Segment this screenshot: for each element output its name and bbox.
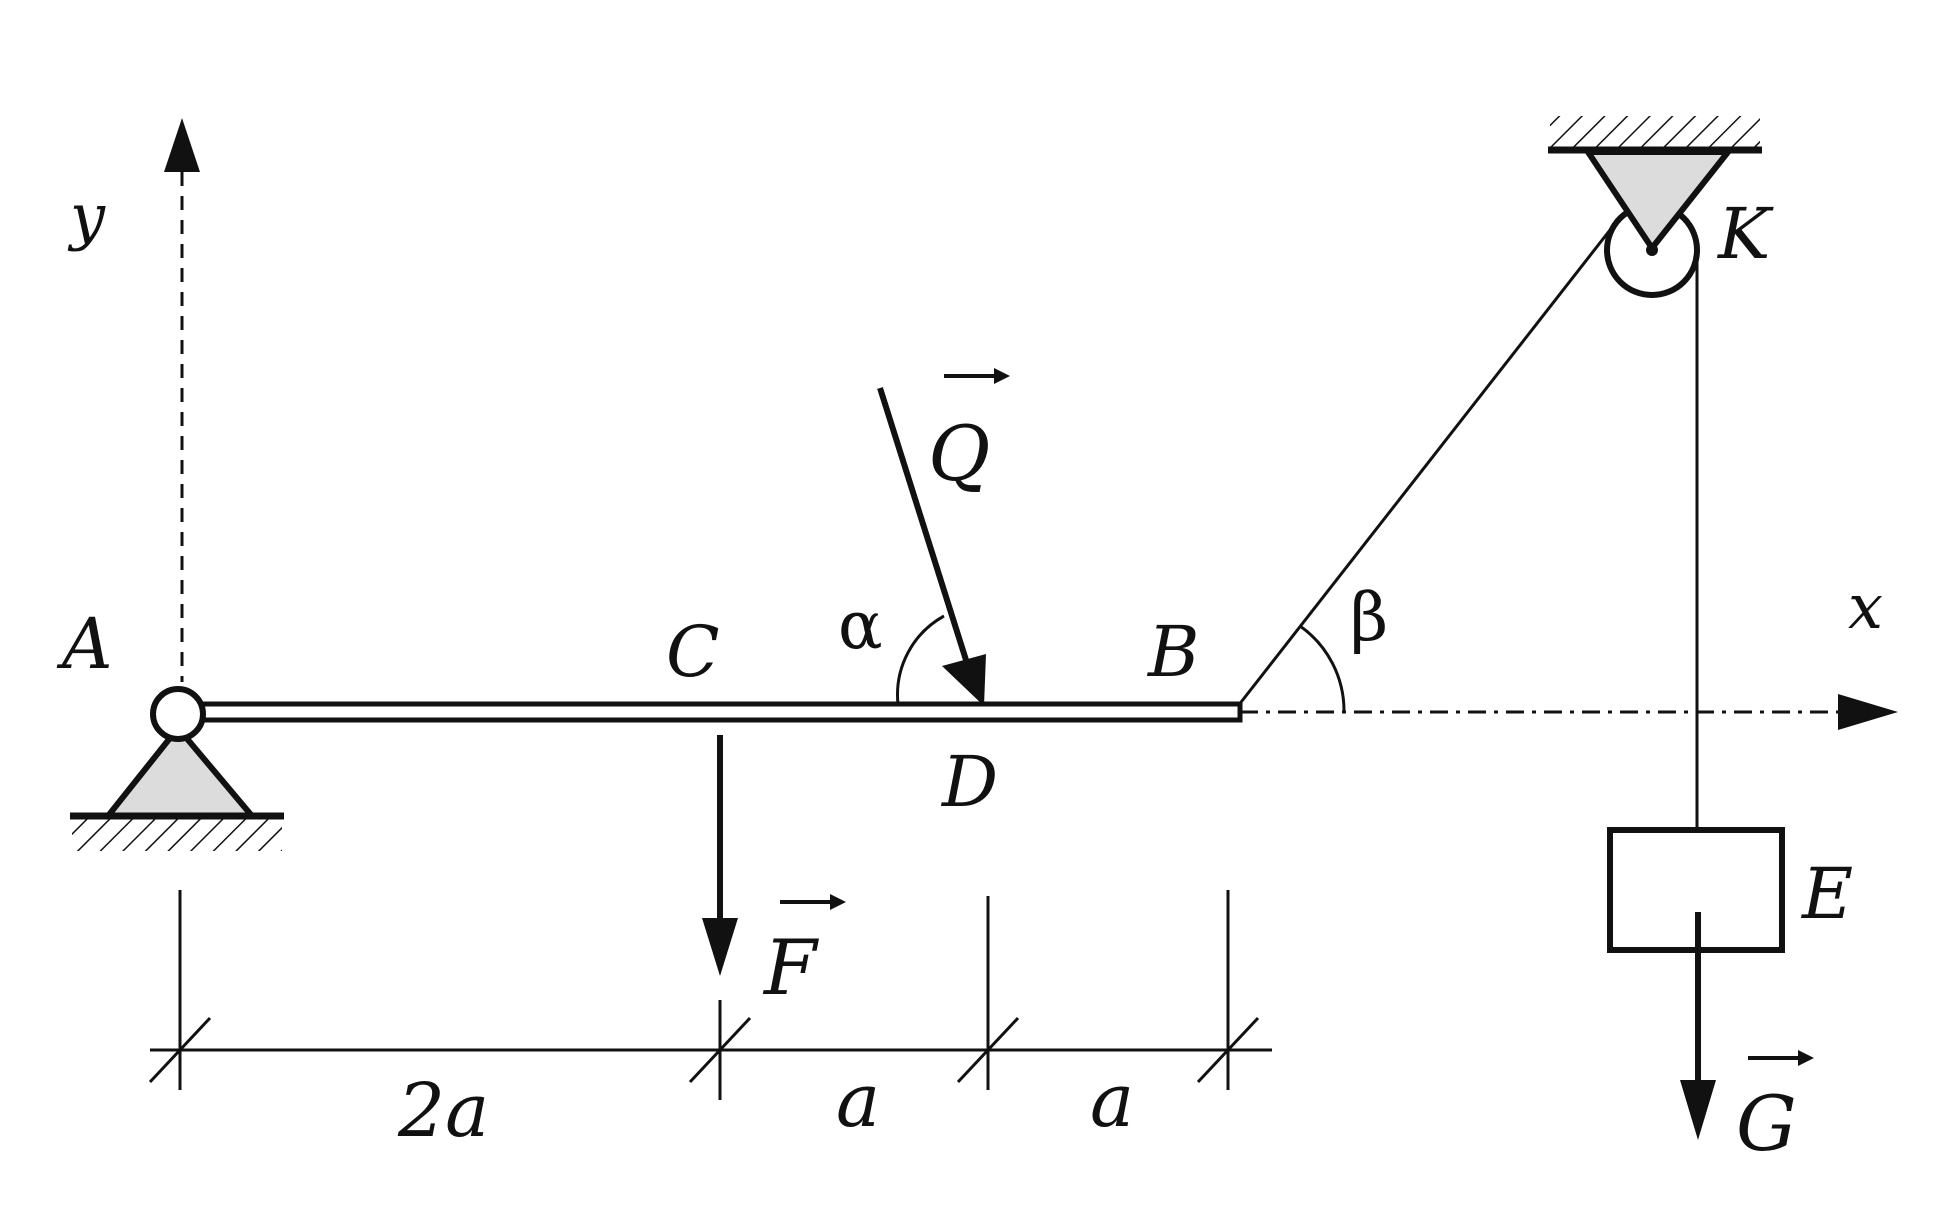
x-axis-label: x xyxy=(1848,570,1883,643)
svg-text:F: F xyxy=(762,923,819,1012)
ceiling-hatch-k xyxy=(1550,116,1760,148)
dimension-label-a-2: a xyxy=(1090,1058,1134,1144)
force-f-label: F xyxy=(762,894,846,1012)
svg-text:Q: Q xyxy=(928,409,990,498)
svg-text:G: G xyxy=(1736,1079,1797,1168)
beam-ab xyxy=(179,701,1243,723)
point-c-label: C xyxy=(666,611,720,693)
angle-beta-arc xyxy=(1299,624,1346,713)
angle-beta-label: β xyxy=(1350,579,1388,656)
point-k-label: K xyxy=(1716,193,1774,275)
force-f-arrow xyxy=(702,735,738,976)
angle-alpha-arc xyxy=(896,614,945,705)
dimension-line xyxy=(148,890,1272,1100)
ground-hatch-a xyxy=(72,819,282,851)
dimension-label-2a: 2a xyxy=(397,1068,489,1154)
force-q-arrow xyxy=(877,387,986,706)
rope-bk xyxy=(1236,229,1612,707)
x-axis xyxy=(1240,694,1898,730)
force-g-arrow xyxy=(1680,912,1716,1140)
hinge-a xyxy=(150,686,206,742)
dimension-label-a-1: a xyxy=(836,1058,880,1144)
pin-support-a xyxy=(70,686,284,851)
point-d-label: D xyxy=(940,741,998,823)
point-b-label: B xyxy=(1146,611,1199,693)
force-g-label: G xyxy=(1736,1050,1814,1168)
pulley-k xyxy=(1548,116,1762,298)
point-e-label: E xyxy=(1800,853,1853,935)
y-axis-label: y xyxy=(67,180,106,253)
y-axis xyxy=(164,118,200,682)
force-q-label: Q xyxy=(928,368,1010,498)
angle-alpha-label: α xyxy=(838,587,883,664)
point-a-label: A xyxy=(56,603,113,685)
